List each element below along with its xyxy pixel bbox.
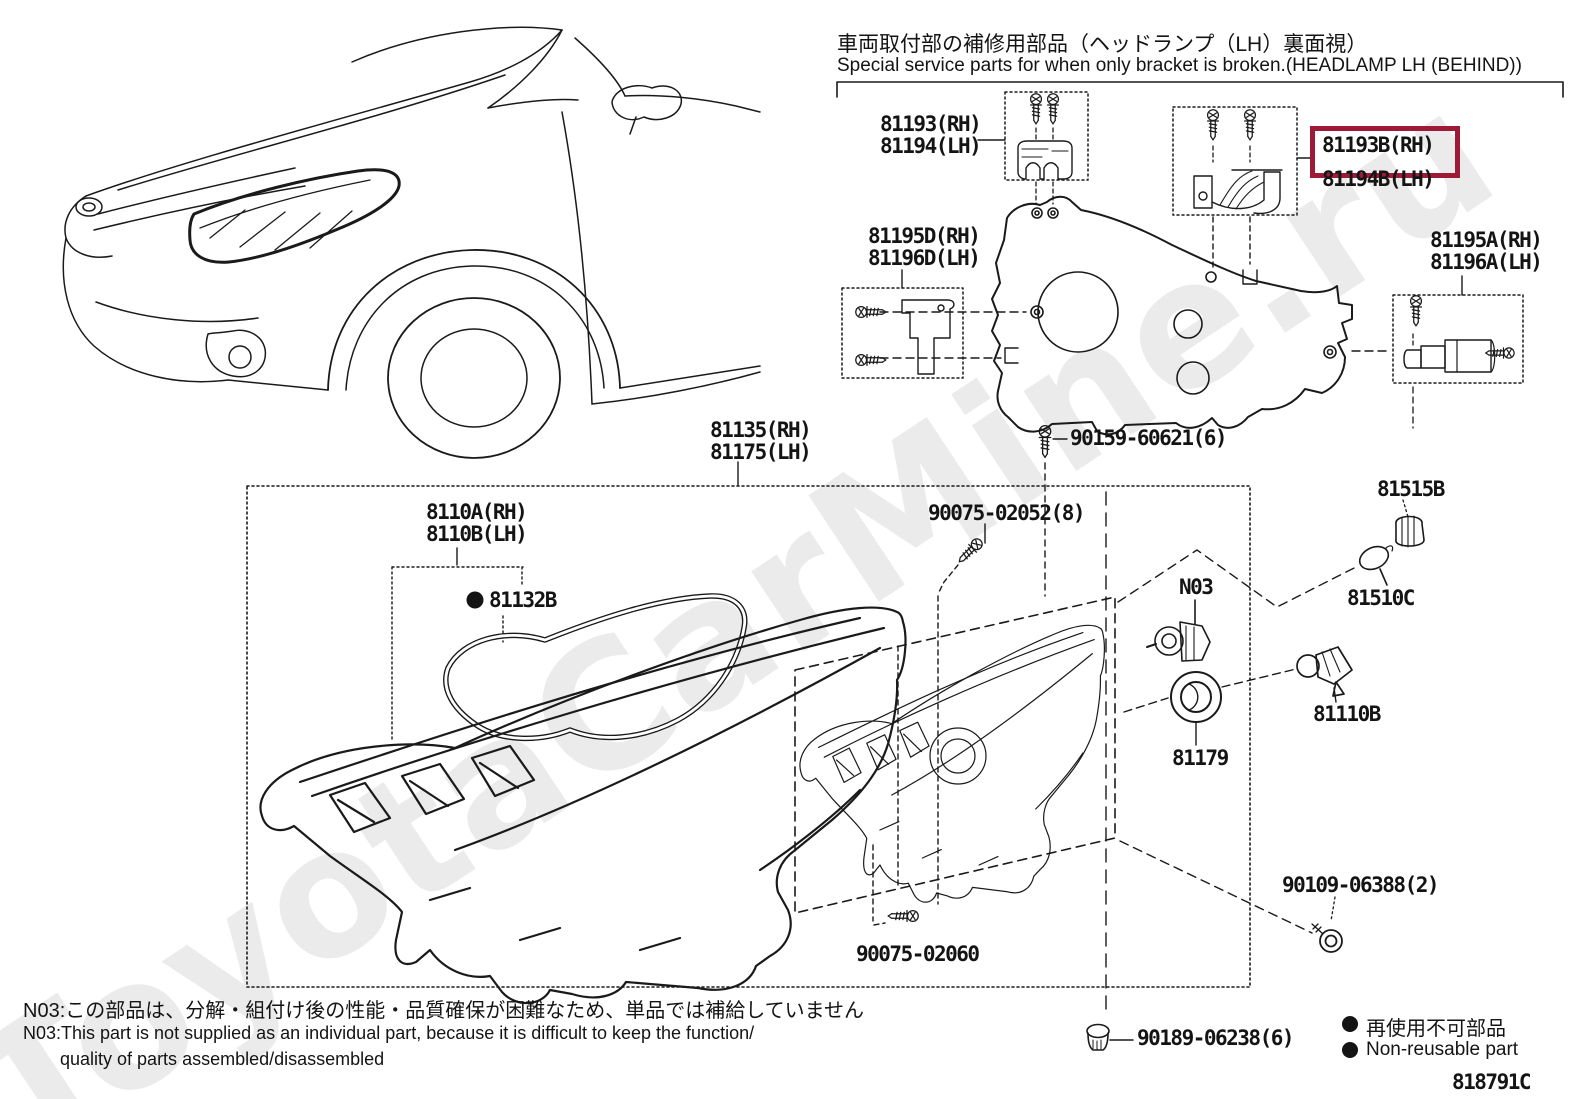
headlamp-assy-box [246,461,1251,988]
bolt-90109 [1311,896,1343,953]
car-illustration [62,26,761,459]
part-label-8110A[interactable]: 8110A(RH) [426,500,528,524]
part-label-81179[interactable]: 81179 [1172,746,1229,770]
section-title-jp: 車両取付部の補修用部品（ヘッドランプ（LH）裏面視） [837,33,1368,56]
legend-non-reusable-jp: 再使用不可部品 [1366,1018,1506,1040]
part-label-8110B[interactable]: 8110B(LH) [426,522,528,546]
retainer-box-81195A [1351,275,1524,429]
bracket-box-81193B [1172,106,1311,285]
part-label-81135[interactable]: 81135(RH) [710,418,812,442]
part-label-90075-02060[interactable]: 90075-02060 [856,942,980,966]
highlight-box [1310,126,1460,178]
grommet-90189 [1086,1023,1134,1051]
part-label-90189-06238[interactable]: 90189-06238(6) [1137,1026,1295,1050]
part-label-81175[interactable]: 81175(LH) [710,440,812,464]
unit-and-gasket-group [391,547,748,742]
footnote-n03-jp: N03:この部品は、分解・組付け後の性能・品質確保が困難なため、単品では補給して… [23,1000,865,1022]
seal-81510C [1358,545,1394,586]
note-ref-N03: N03 [1179,575,1214,599]
note-bullet-81132B [466,591,484,609]
part-label-81132B[interactable]: 81132B [489,588,557,612]
section-title-en: Special service parts for when only brac… [837,55,1522,76]
part-label-81193B-highlighted[interactable]: 81193B(RH) [1322,133,1435,157]
car-headlamp-highlight [188,168,401,264]
part-label-81515B[interactable]: 81515B [1377,477,1445,501]
doc-code: 818791C [1452,1070,1532,1094]
exploded-headlamp-box [794,596,1116,914]
part-label-81195A[interactable]: 81195A(RH) [1430,228,1543,252]
section-bracket [836,81,1564,98]
legend-non-reusable-en: Non-reusable part [1366,1039,1519,1060]
part-label-90109-06388[interactable]: 90109-06388(2) [1282,873,1440,897]
bracket-box-81195D [841,269,1027,379]
socket-N03 [1146,599,1211,662]
non-reusable-bullets [1342,1016,1358,1058]
part-label-81196D[interactable]: 81196D(LH) [868,246,981,270]
non-reusable-bullet-jp [1342,1016,1358,1032]
footnote-n03-en-line1: N03:This part is not supplied as an indi… [23,1023,755,1043]
part-label-90159-60621[interactable]: 90159-60621(6) [1070,426,1228,450]
bracket-box-81193 [977,91,1089,205]
part-label-81194[interactable]: 81194(LH) [880,134,982,158]
headlamp-unit-drawing [259,606,907,1005]
ring-81179 [1170,671,1222,746]
screw-90159 [1038,424,1068,597]
gasket-81132B [443,593,748,742]
part-label-81110B[interactable]: 81110B [1313,702,1381,726]
screws-90075 [872,491,1107,1017]
cap-81515B [1395,499,1425,548]
bulb-81110B [1296,646,1353,703]
part-label-81510C[interactable]: 81510C [1347,586,1415,610]
non-reusable-bullet-en [1342,1042,1358,1058]
part-label-81194B[interactable]: 81194B(LH) [1322,167,1435,191]
part-label-81196A[interactable]: 81196A(LH) [1430,250,1543,274]
part-label-90075-02052[interactable]: 90075-02052(8) [928,501,1086,525]
part-label-81195D[interactable]: 81195D(RH) [868,224,981,248]
footnote-n03-en-line2: quality of parts assembled/disassembled [60,1049,385,1069]
headlamp-rear-view-panel [991,195,1353,436]
bulb-and-socket-parts [1086,499,1425,1051]
part-label-81193[interactable]: 81193(RH) [880,112,982,136]
